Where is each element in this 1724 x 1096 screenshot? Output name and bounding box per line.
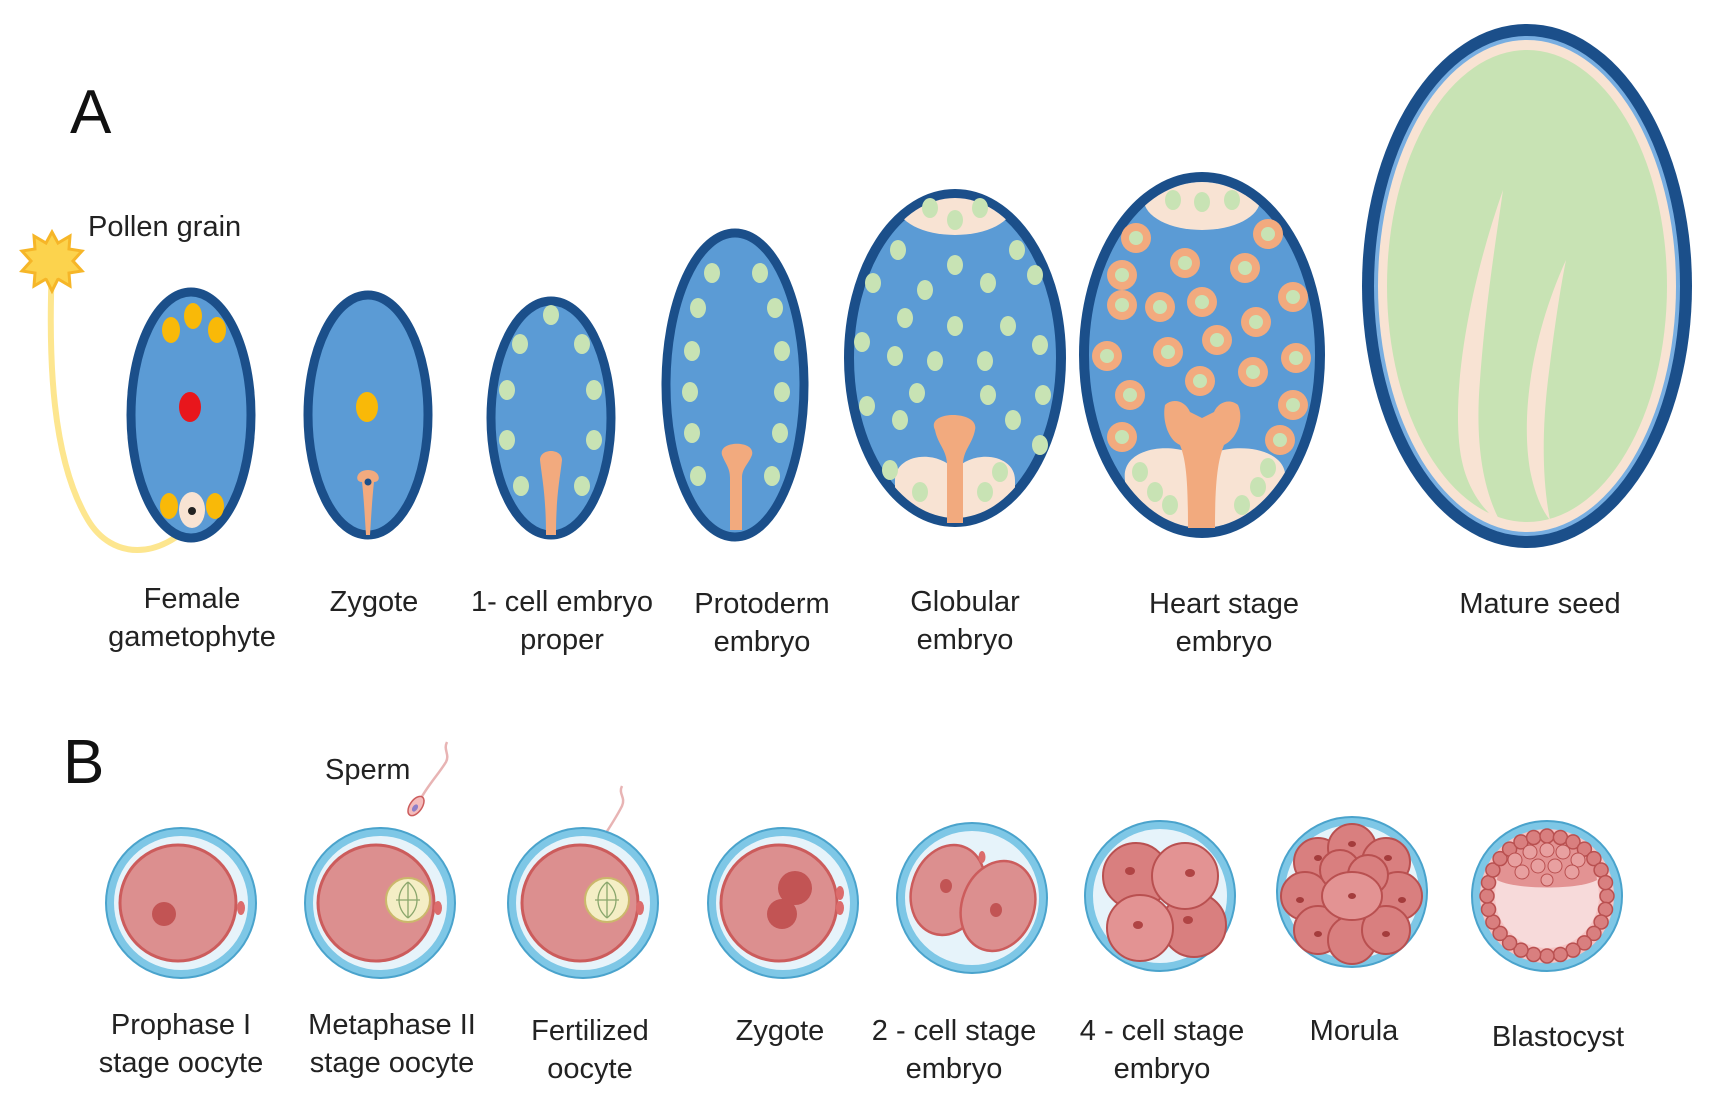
trophectoderm-cell	[1576, 935, 1593, 951]
trophectoderm-cell	[1593, 914, 1609, 930]
panel-b-letter: B	[63, 728, 104, 797]
stage-label-line2: proper	[520, 624, 604, 656]
trophectoderm-cell	[1539, 828, 1555, 844]
trophectoderm-cell	[1485, 862, 1501, 878]
trophectoderm-cell	[1480, 901, 1497, 918]
prophase-oocyte	[105, 827, 257, 979]
trophectoderm-cell	[1492, 925, 1508, 942]
stage-label-line2: embryo	[714, 626, 811, 658]
stage-label-line2: embryo	[906, 1053, 1003, 1085]
blastocyst-embryo	[1471, 820, 1623, 972]
pollen-grain-core	[35, 245, 69, 279]
zygote-seed	[303, 290, 433, 540]
trophectoderm-cell	[1599, 888, 1615, 904]
stage-label-line1: Morula	[1310, 1015, 1400, 1047]
stage-label-line1: Fertilized	[531, 1015, 649, 1047]
stage-label-line1: Blastocyst	[1492, 1021, 1624, 1053]
trophectoderm-cell	[1501, 935, 1518, 951]
stage-label-line1: Heart stage	[1149, 588, 1299, 620]
panel-a-letter: A	[70, 78, 112, 147]
trophectoderm-cell	[1492, 850, 1508, 867]
morula-embryo	[1276, 816, 1428, 968]
stage-label-line1: 2 - cell stage	[872, 1015, 1036, 1047]
sperm-label: Sperm	[325, 754, 410, 786]
trophectoderm-cell	[1539, 948, 1555, 964]
pollen-grain	[19, 228, 198, 553]
globular-embryo-seed	[844, 189, 1066, 527]
stage-label-line1: Globular	[910, 586, 1020, 618]
fertilized-oocyte	[507, 827, 659, 979]
stage-label-line2: stage oocyte	[310, 1047, 474, 1079]
trophectoderm-cell	[1552, 946, 1569, 963]
stage-label-line1: Zygote	[330, 586, 419, 618]
stage-label-line1: Mature seed	[1459, 588, 1620, 620]
stage-label-line1: Female	[144, 583, 241, 615]
sperm-icon	[407, 741, 449, 817]
central-cell-nucleus	[179, 392, 201, 422]
trophectoderm-cell	[1479, 888, 1495, 904]
four-cell-embryo	[1084, 820, 1236, 972]
female-gametophyte-seed	[126, 287, 256, 543]
stage-label-line1: Protoderm	[694, 588, 829, 620]
trophectoderm-cell	[1525, 829, 1542, 846]
one-cell-embryo-seed	[486, 296, 616, 540]
trophectoderm-cell	[1586, 850, 1602, 867]
mature-seed	[1362, 24, 1692, 548]
stage-label-line2: embryo	[917, 624, 1014, 656]
two-cell-embryo	[896, 822, 1048, 974]
stage-label-line2: embryo	[1176, 626, 1273, 658]
trophectoderm-cell	[1586, 925, 1602, 942]
pollen-grain-label: Pollen grain	[88, 211, 241, 243]
stage-label-line1: Metaphase II	[308, 1009, 476, 1041]
heart-stage-embryo-seed	[1079, 172, 1325, 538]
stage-label-line2: gametophyte	[108, 621, 276, 653]
pollen-tube	[47, 262, 198, 553]
stage-label-line1: 4 - cell stage	[1080, 1015, 1244, 1047]
trophectoderm-cell	[1565, 834, 1581, 850]
stage-label-line1: 1- cell embryo	[471, 586, 653, 618]
trophectoderm-cell	[1597, 874, 1614, 891]
stage-label-line2: oocyte	[547, 1053, 632, 1085]
stage-label-line1: Prophase I	[111, 1009, 251, 1041]
zygote-oocyte	[707, 827, 859, 979]
trophectoderm-cell	[1513, 942, 1529, 958]
stage-label-line2: embryo	[1114, 1053, 1211, 1085]
stage-label-line2: stage oocyte	[99, 1047, 263, 1079]
stage-label-line1: Zygote	[736, 1015, 825, 1047]
protoderm-embryo-seed	[661, 228, 809, 542]
metaphase-oocyte	[304, 827, 456, 979]
